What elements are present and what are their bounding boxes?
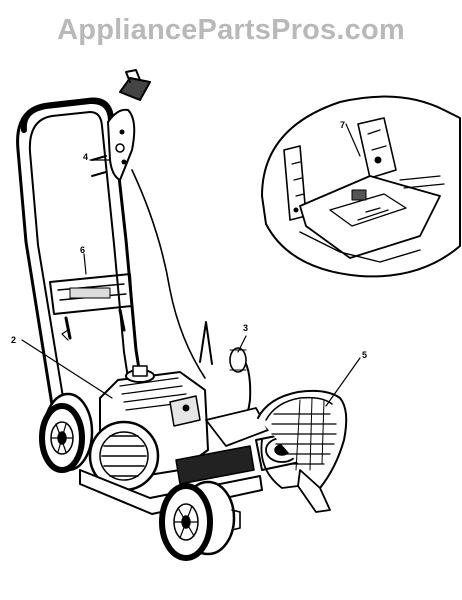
engine-assembly (79, 321, 301, 515)
callout-4: 4 (83, 152, 88, 162)
rear-wheel (39, 392, 94, 473)
detail-inset (261, 95, 461, 278)
control-cable (131, 169, 206, 379)
blade-guard (257, 389, 348, 513)
callout-6: 6 (80, 245, 85, 255)
callout-7: 7 (340, 120, 345, 130)
front-wheel (159, 480, 241, 561)
callout-2: 2 (11, 335, 16, 345)
watermark-logo-text: AppliancePartsPros.com (57, 14, 405, 46)
leader-lines (21, 123, 361, 407)
callout-3: 3 (243, 323, 248, 333)
callout-5: 5 (362, 350, 367, 360)
control-lever (91, 69, 151, 181)
